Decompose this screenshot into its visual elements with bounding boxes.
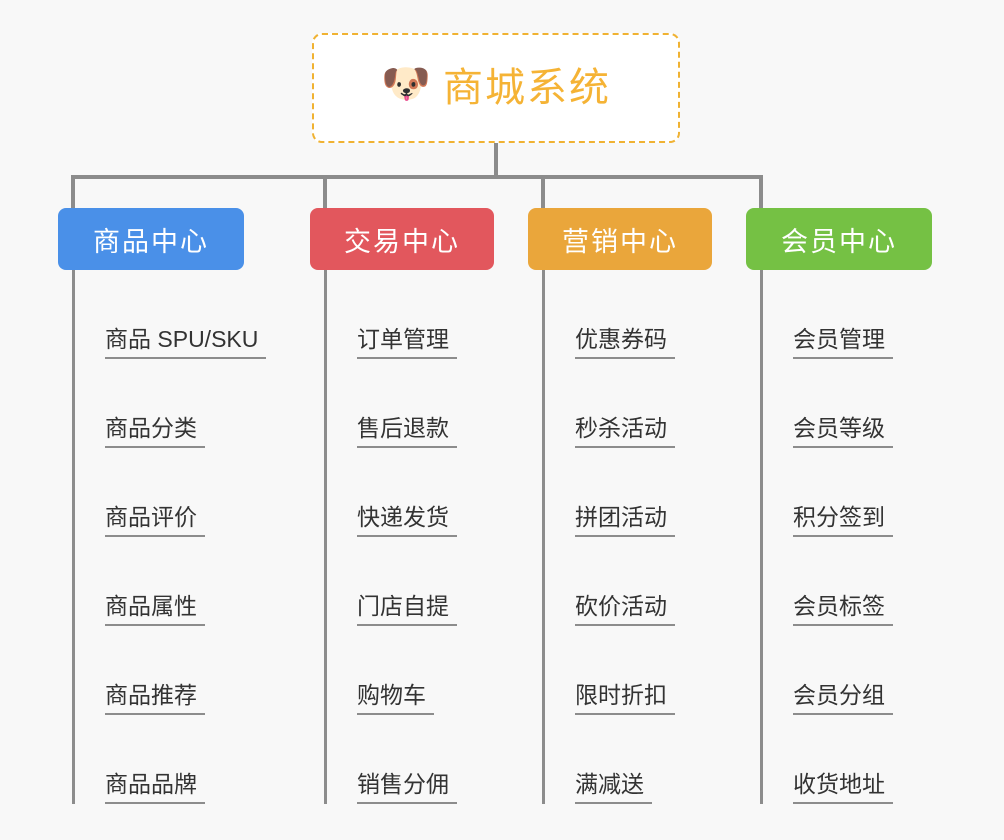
leaf-label: 订单管理 [357,327,457,359]
connector-drop-3 [541,175,545,208]
leaf-label: 门店自提 [357,594,457,626]
leaf-item[interactable]: 销售分佣 [327,715,457,804]
leaf-label: 快递发货 [357,505,457,537]
leaf-label: 销售分佣 [357,772,457,804]
branch-spine [760,270,763,804]
leaf-label: 拼团活动 [575,505,675,537]
category-box-1[interactable]: 商品中心 [58,208,244,270]
category-label: 商品中心 [93,226,209,257]
leaf-item[interactable]: 快递发货 [327,448,457,537]
connector-drop-4 [759,175,763,208]
leaf-item[interactable]: 收货地址 [763,715,893,804]
leaf-item[interactable]: 门店自提 [327,537,457,626]
leaf-label: 商品 SPU/SKU [105,327,267,359]
leaf-label: 会员分组 [793,683,893,715]
leaf-label: 商品分类 [105,416,205,448]
root-title: 商城系统 [443,66,611,110]
leaf-item[interactable]: 商品属性 [75,537,205,626]
leaf-label: 会员标签 [793,594,893,626]
category-box-3[interactable]: 营销中心 [528,208,712,270]
shiba-dog-icon: 🐶 [381,62,431,106]
category-box-2[interactable]: 交易中心 [310,208,494,270]
leaf-item[interactable]: 拼团活动 [545,448,675,537]
leaf-label: 积分签到 [793,505,893,537]
category-box-4[interactable]: 会员中心 [746,208,932,270]
leaf-label: 收货地址 [793,772,893,804]
leaf-label: 商品推荐 [105,683,205,715]
leaf-label: 购物车 [357,683,434,715]
leaf-label: 会员管理 [793,327,893,359]
leaf-item[interactable]: 购物车 [327,626,434,715]
leaf-item[interactable]: 商品推荐 [75,626,205,715]
leaf-item[interactable]: 会员分组 [763,626,893,715]
leaf-item[interactable]: 商品分类 [75,359,205,448]
leaf-item[interactable]: 商品 SPU/SKU [75,270,267,359]
leaf-label: 限时折扣 [575,683,675,715]
leaf-label: 砍价活动 [575,594,675,626]
leaf-label: 商品属性 [105,594,205,626]
leaf-label: 售后退款 [357,416,457,448]
leaf-label: 满减送 [575,772,652,804]
leaf-item[interactable]: 会员等级 [763,359,893,448]
leaf-item[interactable]: 会员标签 [763,537,893,626]
connector-drop-2 [323,175,327,208]
branch-spine [72,270,75,804]
leaf-label: 秒杀活动 [575,416,675,448]
leaf-label: 会员等级 [793,416,893,448]
connector-root-stem [494,143,498,179]
category-label: 会员中心 [781,226,897,257]
leaf-item[interactable]: 砍价活动 [545,537,675,626]
leaf-item[interactable]: 会员管理 [763,270,893,359]
leaf-item[interactable]: 优惠券码 [545,270,675,359]
category-label: 交易中心 [344,226,460,257]
category-label: 营销中心 [562,226,678,257]
leaf-label: 商品品牌 [105,772,205,804]
leaf-item[interactable]: 限时折扣 [545,626,675,715]
leaf-item[interactable]: 积分签到 [763,448,893,537]
leaf-item[interactable]: 商品品牌 [75,715,205,804]
connector-drop-1 [71,175,75,208]
leaf-item[interactable]: 满减送 [545,715,652,804]
leaf-label: 优惠券码 [575,327,675,359]
branch-spine [324,270,327,804]
connector-horizontal-bus [71,175,763,179]
leaf-item[interactable]: 订单管理 [327,270,457,359]
leaf-item[interactable]: 商品评价 [75,448,205,537]
leaf-label: 商品评价 [105,505,205,537]
leaf-item[interactable]: 秒杀活动 [545,359,675,448]
root-node[interactable]: 🐶 商城系统 [312,33,680,143]
leaf-item[interactable]: 售后退款 [327,359,457,448]
branch-spine [542,270,545,804]
